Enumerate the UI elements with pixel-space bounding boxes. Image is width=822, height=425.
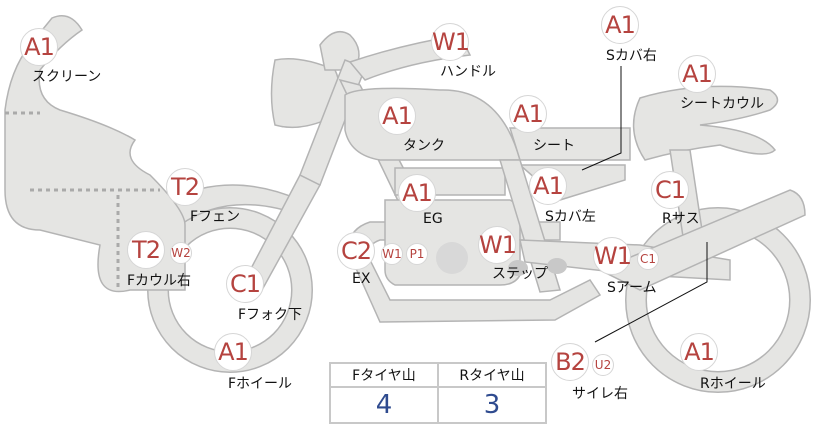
grade-badge: W1 bbox=[478, 226, 517, 264]
grade-badge: C2 bbox=[337, 232, 375, 270]
rear-tire-header: Rタイヤ山 bbox=[437, 362, 547, 388]
grade-badge: A1 bbox=[20, 28, 58, 66]
grade-badge: C1 bbox=[226, 265, 264, 303]
part-label-side-cover-right: Sカバ右 bbox=[606, 48, 657, 64]
grade-badge: A1 bbox=[398, 174, 436, 212]
part-label-front-cowl-right: Fカウル右 bbox=[127, 273, 192, 289]
part-label-front-fork-lower: Fフォク下 bbox=[238, 307, 303, 323]
front-tire-header: Fタイヤ山 bbox=[329, 362, 439, 388]
part-label-rear-wheel: Rホイール bbox=[700, 376, 766, 392]
grade-badge-small: C1 bbox=[637, 248, 659, 270]
grade-badge-small: P1 bbox=[406, 243, 428, 265]
part-label-seat-cowl: シートカウル bbox=[680, 96, 764, 112]
grade-badge: C1 bbox=[651, 171, 689, 209]
part-label-screen: スクリーン bbox=[32, 69, 102, 85]
grade-badge: A1 bbox=[601, 6, 639, 44]
part-label-silencer-right: サイレ右 bbox=[572, 386, 628, 402]
part-label-step: ステップ bbox=[492, 266, 548, 282]
front-tire-value: 4 bbox=[329, 386, 439, 424]
part-label-tank: タンク bbox=[403, 138, 445, 154]
rear-tire-value: 3 bbox=[437, 386, 547, 424]
grade-badge: A1 bbox=[529, 167, 567, 205]
part-label-exhaust: EX bbox=[352, 271, 371, 287]
part-label-side-cover-left: Sカバ左 bbox=[545, 209, 596, 225]
grade-badge: T2 bbox=[166, 168, 204, 206]
grade-badge: W1 bbox=[593, 237, 632, 275]
part-label-front-fender: Fフェン bbox=[190, 209, 241, 225]
grade-badge: A1 bbox=[509, 95, 547, 133]
grade-badge-small: W2 bbox=[170, 242, 192, 264]
part-label-seat: シート bbox=[533, 138, 575, 154]
part-label-engine: EG bbox=[423, 211, 443, 227]
grade-badge: T2 bbox=[127, 231, 165, 269]
grade-badge-small: W1 bbox=[381, 243, 403, 265]
part-label-front-wheel: Fホイール bbox=[228, 376, 293, 392]
grade-badge: A1 bbox=[678, 55, 716, 93]
grade-badge-small: U2 bbox=[592, 354, 614, 376]
grade-badge: A1 bbox=[378, 97, 416, 135]
grade-badge: A1 bbox=[214, 333, 252, 371]
part-label-handle: ハンドル bbox=[440, 64, 496, 80]
part-label-swing-arm: Sアーム bbox=[607, 280, 657, 296]
tire-tread-table: Fタイヤ山 Rタイヤ山 4 3 bbox=[329, 362, 547, 424]
grade-badge: W1 bbox=[431, 23, 470, 61]
grade-badge: A1 bbox=[680, 333, 718, 371]
part-label-rear-suspension: Rサス bbox=[662, 211, 700, 227]
grade-badge: B2 bbox=[551, 343, 589, 381]
